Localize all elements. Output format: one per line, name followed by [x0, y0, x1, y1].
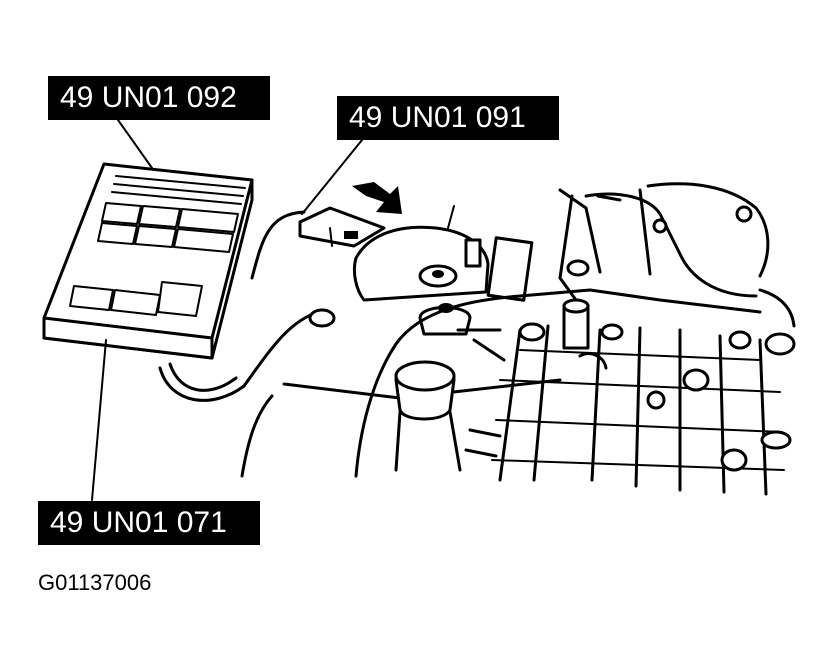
harness-cable-lower [158, 310, 320, 402]
connector [298, 206, 386, 248]
tester-grid-top [97, 202, 239, 253]
harness-cable-inner [168, 362, 238, 392]
harness-cable [250, 210, 306, 280]
range-switch [352, 205, 534, 336]
leader-092 [117, 119, 153, 169]
callout-harness: 49 UN01 071 [38, 501, 260, 545]
tester-grid-bottom [69, 281, 203, 317]
tester-box [42, 162, 254, 360]
arrow-down-right-icon [352, 182, 402, 214]
bolt [308, 308, 336, 328]
callout-tester-box: 49 UN01 092 [48, 76, 270, 120]
transmission-case [240, 182, 796, 496]
callout-connector: 49 UN01 091 [337, 96, 559, 140]
figure-id: G01137006 [38, 570, 152, 595]
leader-091 [301, 139, 363, 215]
leader-071 [91, 339, 107, 501]
